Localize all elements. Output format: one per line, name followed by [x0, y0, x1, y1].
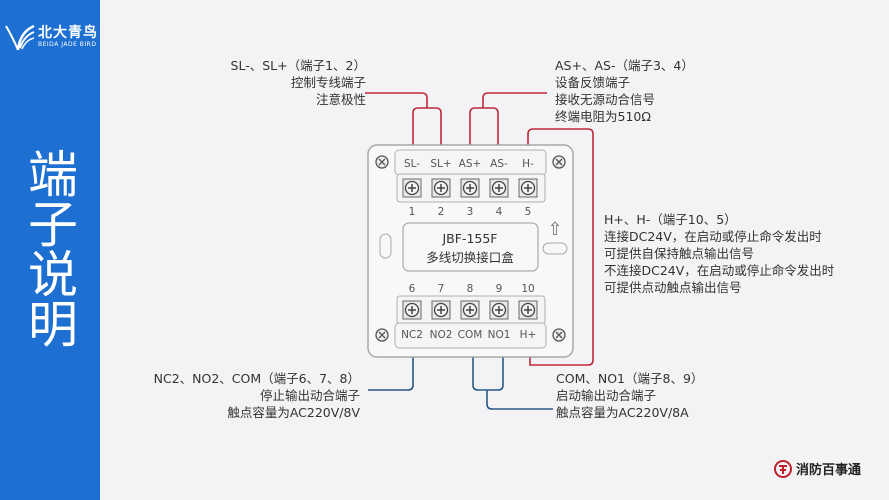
annotation-line: 启动输出动合端子	[556, 388, 657, 403]
annotation-line: 注意极性	[315, 92, 366, 107]
corner-screw-icon	[375, 328, 389, 342]
terminal-screw-icon[interactable]	[460, 300, 480, 320]
slot-left	[379, 233, 392, 259]
arrow-up-icon: ⇧	[547, 219, 562, 240]
annotation-line: 接收无源动合信号	[555, 92, 656, 107]
brand-name-en: BEIDA JADE BIRD	[38, 41, 97, 48]
annotation-line: 触点容量为AC220V/8V	[227, 405, 360, 420]
terminal-screw-icon[interactable]	[489, 178, 509, 198]
corner-screws	[375, 155, 566, 342]
wire-as	[469, 92, 547, 147]
terminal-screw-icon[interactable]	[431, 178, 451, 198]
annotation-line: 触点容量为AC220V/8A	[556, 405, 689, 420]
wire-sl	[365, 92, 442, 147]
bird-logo-icon	[5, 24, 35, 51]
terminal-number: 5	[525, 206, 532, 218]
model-label-panel	[402, 222, 539, 272]
annotation-line: H+、H-（端子10、5）	[604, 212, 737, 227]
terminal-label: H-	[522, 158, 534, 170]
blue-wires	[368, 352, 553, 410]
terminal-number: 8	[467, 283, 474, 295]
terminal-label: SL+	[430, 158, 451, 170]
terminal-screw-icon[interactable]	[489, 300, 509, 320]
annotation-line: 控制专线端子	[290, 75, 366, 90]
slot-right	[542, 242, 568, 255]
device-model: JBF-155F	[441, 231, 497, 246]
brand-logo: 北大青鸟 BEIDA JADE BIRD	[4, 22, 100, 54]
terminal-label: SL-	[404, 158, 420, 170]
annotation-line: NC2、NO2、COM（端子6、7、8）	[153, 371, 360, 386]
slide-title: 端子说明	[20, 148, 78, 348]
red-wires	[365, 92, 594, 366]
corner-screw-icon	[375, 155, 389, 169]
terminal-label: H+	[520, 329, 537, 341]
terminal-number: 1	[409, 206, 416, 218]
annotation-line: 终端电阻为510Ω	[555, 109, 651, 124]
terminal-number: 10	[521, 283, 534, 295]
annotation-sl: SL-、SL+（端子1、2） 控制专线端子 注意极性	[180, 57, 366, 108]
terminal-screw-icon[interactable]	[402, 178, 422, 198]
terminal-screws	[402, 178, 538, 320]
annotation-line: 停止输出动合端子	[259, 388, 360, 403]
annotation-line: 不连接DC24V，在启动或停止命令发出时	[604, 263, 835, 278]
terminal-screw-icon[interactable]	[518, 300, 538, 320]
annotation-line: SL-、SL+（端子1、2）	[230, 58, 366, 73]
annotation-no1: COM、NO1（端子8、9） 启动输出动合端子 触点容量为AC220V/8A	[556, 370, 703, 421]
annotation-line: 可提供点动触点输出信号	[604, 280, 742, 295]
terminal-screw-icon[interactable]	[518, 178, 538, 198]
terminal-number: 2	[438, 206, 445, 218]
wire-com-no1	[472, 352, 553, 410]
brand-name-cn: 北大青鸟	[38, 25, 98, 41]
annotation-nc2: NC2、NO2、COM（端子6、7、8） 停止输出动合端子 触点容量为AC220…	[120, 370, 360, 421]
terminal-screw-icon[interactable]	[431, 300, 451, 320]
terminal-number: 9	[496, 283, 503, 295]
device-name: 多线切换接口盒	[426, 250, 514, 265]
terminal-label: NO2	[430, 329, 453, 341]
footer-logo: 消防百事通	[774, 459, 861, 478]
corner-screw-icon	[552, 328, 566, 342]
terminal-label: AS-	[490, 158, 508, 170]
sidebar: 北大青鸟 BEIDA JADE BIRD 端子说明	[0, 0, 100, 500]
terminal-label: NC2	[401, 329, 423, 341]
annotation-line: 设备反馈端子	[555, 75, 631, 90]
fire-helmet-icon	[774, 459, 792, 478]
wire-nc2	[368, 352, 414, 391]
terminal-number: 7	[438, 283, 445, 295]
annotation-line: 可提供自保持触点输出信号	[604, 246, 755, 261]
annotation-line: COM、NO1（端子8、9）	[556, 371, 704, 386]
annotation-line: AS+、AS-（端子3、4）	[555, 58, 694, 73]
terminal-label: NO1	[488, 329, 511, 341]
annotation-h: H+、H-（端子10、5） 连接DC24V，在启动或停止命令发出时 可提供自保持…	[604, 211, 834, 296]
corner-screw-icon	[552, 155, 566, 169]
terminal-label: COM	[458, 329, 483, 341]
annotation-line: 连接DC24V，在启动或停止命令发出时	[604, 229, 822, 244]
terminal-number: 4	[496, 206, 503, 218]
terminal-label: AS+	[459, 158, 482, 170]
terminal-number: 3	[467, 206, 474, 218]
terminal-number: 6	[409, 283, 416, 295]
annotation-as: AS+、AS-（端子3、4） 设备反馈端子 接收无源动合信号 终端电阻为510Ω	[555, 57, 694, 125]
terminal-screw-icon[interactable]	[402, 300, 422, 320]
wire-h	[527, 128, 594, 366]
footer-logo-text: 消防百事通	[796, 463, 862, 478]
terminal-screw-icon[interactable]	[460, 178, 480, 198]
